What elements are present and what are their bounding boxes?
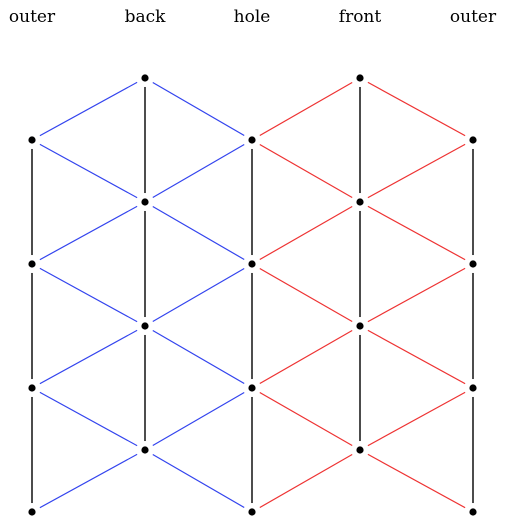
node-a1 (28, 136, 36, 144)
edge-front-side-d2-e2 (359, 263, 474, 327)
node-b2 (141, 322, 149, 330)
edge-front-side-d1-e2 (359, 201, 474, 265)
column-label-outer-right: outer (450, 7, 497, 27)
column-label-back: back (125, 7, 167, 27)
edge-back-side-a2-b1 (31, 201, 146, 265)
column-labels: outer back hole front outer (9, 7, 497, 27)
edge-front-side-c3-d3 (251, 387, 361, 451)
edges-layer (31, 77, 474, 513)
edge-back-side-a2-b2 (31, 263, 146, 327)
node-b0 (141, 74, 149, 82)
edge-back-side-b3-c4 (144, 449, 253, 513)
edge-back-side-a1-b1 (31, 139, 146, 203)
node-d3 (356, 446, 364, 454)
node-a3 (28, 384, 36, 392)
edge-front-side-d3-e4 (359, 449, 474, 513)
edge-back-side-a1-b0 (31, 77, 146, 141)
node-e2 (469, 260, 477, 268)
node-b3 (141, 446, 149, 454)
node-a4 (28, 508, 36, 516)
column-label-outer-left: outer (9, 7, 56, 27)
edge-front-side-c1-d1 (251, 139, 361, 203)
edge-back-side-a3-b3 (31, 387, 146, 451)
node-c2 (248, 260, 256, 268)
node-d0 (356, 74, 364, 82)
edge-front-side-c4-d3 (251, 449, 361, 513)
edge-front-side-d2-e3 (359, 325, 474, 389)
edge-front-side-c2-d2 (251, 263, 361, 327)
column-label-hole: hole (234, 7, 271, 27)
edge-back-side-b2-c3 (144, 325, 253, 389)
edge-back-side-b3-c3 (144, 387, 253, 451)
node-d1 (356, 198, 364, 206)
node-c4 (248, 508, 256, 516)
node-a2 (28, 260, 36, 268)
edge-front-side-c2-d1 (251, 201, 361, 265)
edge-back-side-b1-c2 (144, 201, 253, 265)
node-d2 (356, 322, 364, 330)
edge-back-side-b1-c1 (144, 139, 253, 203)
edge-back-side-a3-b2 (31, 325, 146, 389)
edge-front-side-d1-e1 (359, 139, 474, 203)
column-label-front: front (339, 7, 382, 27)
edge-back-side-b0-c1 (144, 77, 253, 141)
node-c1 (248, 136, 256, 144)
edge-front-side-d3-e3 (359, 387, 474, 451)
edge-front-side-d0-e1 (359, 77, 474, 141)
edge-front-side-c3-d2 (251, 325, 361, 389)
node-e3 (469, 384, 477, 392)
node-e4 (469, 508, 477, 516)
nodes-layer (23, 69, 482, 521)
edge-back-side-a4-b3 (31, 449, 146, 513)
edge-front-side-c1-d0 (251, 77, 361, 141)
node-e1 (469, 136, 477, 144)
node-c3 (248, 384, 256, 392)
node-b1 (141, 198, 149, 206)
edge-back-side-b2-c2 (144, 263, 253, 327)
